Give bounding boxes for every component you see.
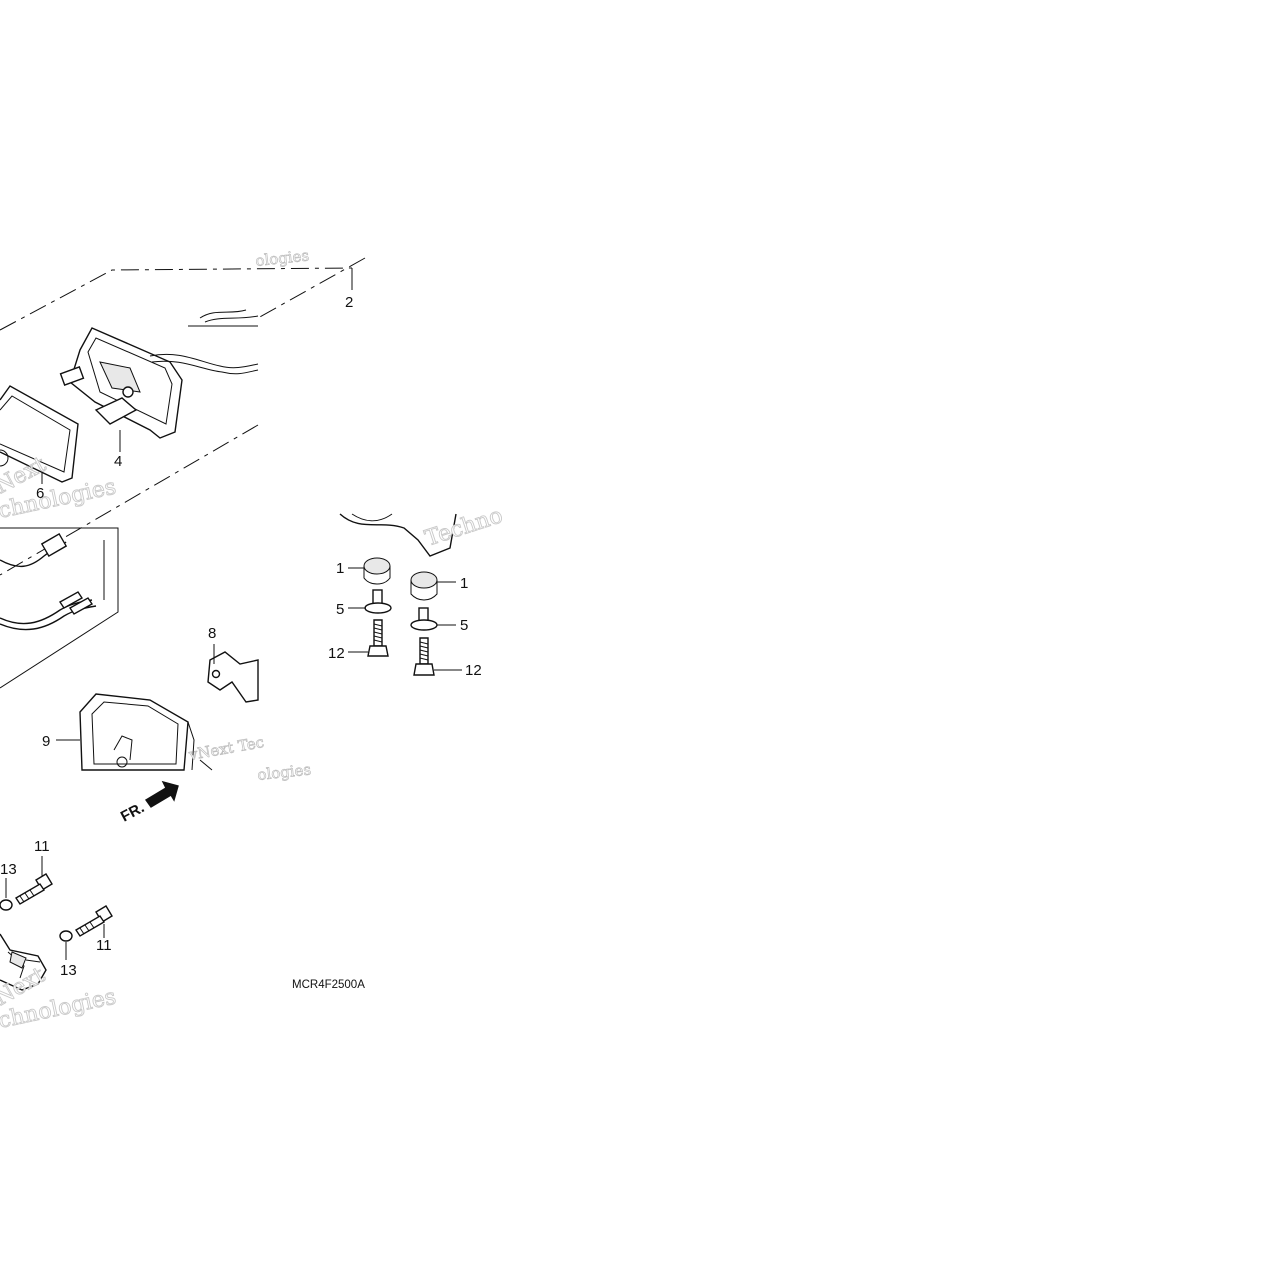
harness-frame: [0, 527, 119, 689]
gasket-inner: [0, 395, 71, 473]
callout-11-upper: 11: [34, 838, 50, 855]
bolt-left-head: [367, 645, 389, 657]
callout-11-lower: 11: [96, 937, 112, 954]
bolt-11-upper-threads: [19, 889, 35, 903]
bracket: [207, 651, 259, 703]
diagram-code: MCR4F2500A: [292, 979, 365, 991]
lamp-socket: [99, 361, 141, 393]
harness-connector: [40, 532, 68, 558]
callout-1-right: 1: [460, 575, 468, 592]
collar-right-flange: [410, 619, 438, 631]
bolt-11-upper-shank: [15, 883, 45, 905]
front-direction-arrow: FR.: [118, 780, 179, 826]
washer-13-lower: [59, 930, 73, 942]
grommet-left: [363, 557, 391, 575]
grommet-right: [410, 571, 438, 589]
lens-cover-group: [56, 693, 213, 771]
mount-block-slot: [9, 951, 27, 969]
fastener-group-lower: [0, 856, 113, 991]
lamp-assembly-group: [0, 257, 366, 576]
callout-12-left: 12: [328, 645, 345, 662]
callout-5-left: 5: [336, 601, 344, 618]
lamp-housing-inner: [87, 337, 173, 425]
collar-left-flange: [364, 602, 392, 614]
lamp-tab: [94, 397, 138, 425]
lamp-pin: [59, 366, 85, 386]
mount-housing-edge: [339, 513, 457, 557]
gasket-outer: [0, 385, 79, 483]
lens-edge: [0, 449, 9, 467]
bolt-right-threads: [419, 641, 429, 661]
callout-8: 8: [208, 625, 216, 642]
callout-1-left: 1: [336, 560, 344, 577]
lamp-wire: [149, 353, 259, 375]
lens-cover-inner: [91, 701, 179, 765]
callout-13-lower: 13: [60, 962, 77, 979]
callout-9: 9: [42, 733, 50, 750]
collar-left-shaft: [372, 589, 383, 605]
lens-cover-side: [187, 721, 213, 771]
harness-group: [0, 527, 119, 689]
fr-label: FR.: [118, 799, 147, 825]
bracket-hole: [211, 669, 221, 679]
callout-4: 4: [114, 453, 122, 470]
wire-sketch: [188, 309, 259, 327]
washer-13-upper: [0, 899, 13, 911]
lens-cover-bulb: [116, 756, 128, 768]
callout-6: 6: [36, 485, 44, 502]
callout-12-right: 12: [465, 662, 482, 679]
bolt-left-threads: [373, 623, 383, 643]
watermark-6: ologies: [257, 760, 312, 784]
fastener-stack-right: [339, 513, 462, 676]
bolt-11-lower-shank: [75, 915, 105, 937]
bracket-group: [207, 644, 259, 703]
callout-13-upper: 13: [0, 861, 17, 878]
callout-5-right: 5: [460, 617, 468, 634]
harness-terminals: [58, 591, 94, 615]
callout-2: 2: [345, 294, 353, 311]
lamp-screw-hole: [122, 386, 134, 398]
grommet-right-body: [410, 580, 438, 601]
mount-housing-curve: [351, 513, 393, 522]
lens-cover-wire: [113, 735, 133, 761]
grommet-left-body: [363, 566, 391, 585]
bolt-right-head: [413, 663, 435, 676]
bolt-11-lower-threads: [79, 921, 95, 935]
watermark-4: Techno: [422, 503, 506, 551]
watermark-1: ologies: [255, 246, 310, 270]
callout-layer: 2 4 6 1 1 5 5 12 12 8 9 11 13 11 13: [0, 294, 482, 979]
fr-arrow-icon: [144, 780, 179, 808]
lens-cover: [79, 693, 189, 771]
assembly-boundary: [0, 257, 366, 576]
watermark-5: vNext Tec: [187, 733, 266, 764]
